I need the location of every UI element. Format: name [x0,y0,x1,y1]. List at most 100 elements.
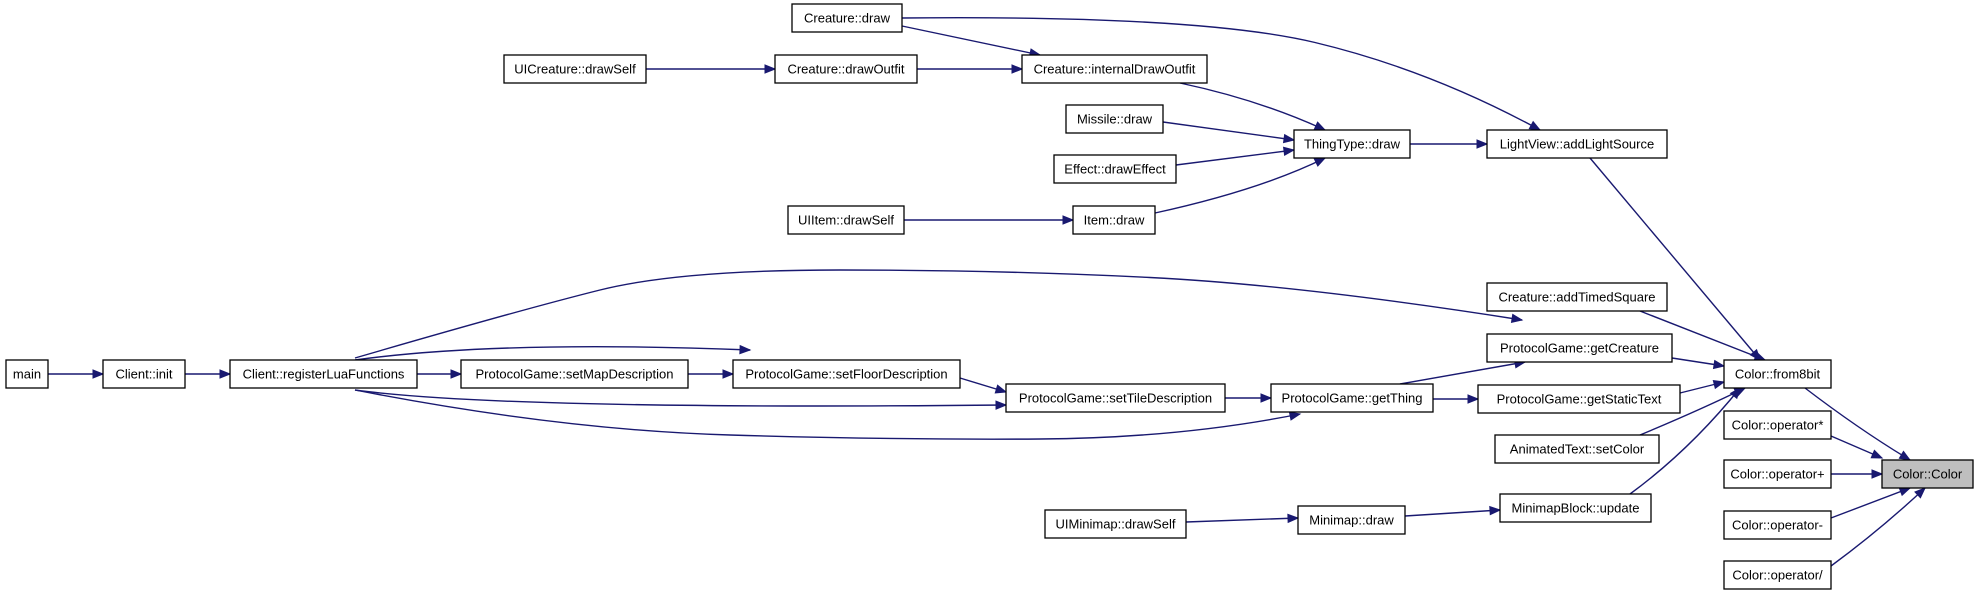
nodes-layer: main Client::init Client::registerLuaFunct… [5,3,1974,590]
edge-client_register-to-pg_setmapdesc [417,369,463,379]
node-box[interactable] [229,359,418,389]
arrowhead [1489,505,1502,516]
node-color-from8bit[interactable]: Color::from8bit [1723,359,1832,389]
node-box[interactable] [102,359,186,389]
node-box[interactable] [503,54,647,84]
node-pg-setfloordesc[interactable]: ProtocolGame::setFloorDescription [732,359,961,389]
node-label: MinimapBlock::update [1512,501,1640,516]
node-box[interactable] [1723,459,1832,489]
node-creature-internaldrawoutfit[interactable]: Creature::internalDrawOutfit [1021,54,1208,84]
node-box[interactable] [1723,410,1832,440]
arrowhead [1712,359,1726,370]
arrowhead [1260,393,1273,403]
node-label: Client::init [115,367,172,382]
node-main[interactable]: main [5,359,49,389]
node-creature-draw[interactable]: Creature::draw [791,3,903,33]
node-client-register[interactable]: Client::registerLuaFunctions [229,359,418,389]
node-uicreature-drawself[interactable]: UICreature::drawSelf [503,54,647,84]
arrowhead [1313,157,1327,167]
node-label: Item::draw [1084,213,1145,228]
node-box[interactable] [732,359,961,389]
node-box[interactable] [1486,282,1668,312]
node-box[interactable] [1486,129,1668,159]
node-box[interactable] [460,359,689,389]
node-box[interactable] [1297,505,1406,535]
node-client-init[interactable]: Client::init [102,359,186,389]
node-box[interactable] [1881,459,1974,489]
node-creature-drawoutfit[interactable]: Creature::drawOutfit [774,54,918,84]
edge-line [1399,361,1526,385]
arrowhead [1288,411,1302,421]
node-box[interactable] [774,54,918,84]
node-box[interactable] [1499,493,1652,523]
edge-main-to-client_init [48,369,105,379]
node-box[interactable] [1005,383,1226,413]
node-box[interactable] [1723,560,1832,590]
node-color-color[interactable]: Color::Color [1881,459,1974,489]
node-uiminimap-drawself[interactable]: UIMinimap::drawSelf [1044,509,1187,539]
edge-line [1830,487,1926,567]
node-box[interactable] [1486,333,1673,363]
node-thingtype-draw[interactable]: ThingType::draw [1293,129,1411,159]
node-pg-getcreature[interactable]: ProtocolGame::getCreature [1486,333,1673,363]
edge-client_init-to-client_register [185,369,232,379]
node-box[interactable] [1021,54,1208,84]
arrowhead [1898,450,1912,461]
node-lightview-addlightsource[interactable]: LightView::addLightSource [1486,129,1668,159]
node-label: Color::operator* [1732,418,1824,433]
node-box[interactable] [1723,510,1832,540]
node-animatedtext-setcolor[interactable]: AnimatedText::setColor [1494,434,1660,464]
edge-creature_draw-to-lightview_addlightsource [901,17,1542,131]
edge-creature_draw-to-creature_internaldrawoutfit [901,25,1042,58]
node-box[interactable] [1477,384,1681,414]
node-box[interactable] [791,3,903,33]
edge-client_register-to-pg_settiledesc [354,389,1008,410]
edge-line [1185,517,1299,523]
node-pg-settiledesc[interactable]: ProtocolGame::setTileDescription [1005,383,1226,413]
node-color-opdiv[interactable]: Color::operator/ [1723,560,1832,590]
node-box[interactable] [1723,359,1832,389]
node-color-opmul[interactable]: Color::operator* [1723,410,1832,440]
arrowhead [764,64,777,74]
node-box[interactable] [1293,129,1411,159]
node-box[interactable] [1270,383,1434,413]
node-box[interactable] [1494,434,1660,464]
arrowhead [1287,513,1300,524]
node-pg-getthing[interactable]: ProtocolGame::getThing [1270,383,1434,413]
node-minimap-draw[interactable]: Minimap::draw [1297,505,1406,535]
node-color-opadd[interactable]: Color::operator+ [1723,459,1832,489]
node-pg-getstatictext[interactable]: ProtocolGame::getStaticText [1477,384,1681,414]
node-box[interactable] [1044,509,1187,539]
edge-pg_settiledesc-to-pg_getthing [1225,393,1273,403]
node-pg-setmapdesc[interactable]: ProtocolGame::setMapDescription [460,359,689,389]
node-effect-draweffect[interactable]: Effect::drawEffect [1053,154,1177,184]
node-label: Color::operator+ [1730,467,1824,482]
node-box[interactable] [787,205,905,235]
arrowhead [1528,120,1542,131]
edge-client_register-to-pg_setfloordesc [354,344,752,361]
node-label: Creature::addTimedSquare [1498,290,1655,305]
node-box[interactable] [5,359,49,389]
node-label: ProtocolGame::getThing [1282,391,1423,406]
arrowhead [1011,64,1024,74]
arrowhead [1476,139,1489,149]
node-box[interactable] [1065,104,1164,134]
arrowhead [1467,394,1480,404]
arrowhead [739,344,752,355]
node-item-draw[interactable]: Item::draw [1072,205,1156,235]
node-color-opsub[interactable]: Color::operator- [1723,510,1832,540]
node-minimapblock-update[interactable]: MinimapBlock::update [1499,493,1652,523]
node-box[interactable] [1072,205,1156,235]
edge-client_register-to-pg_getthing [354,389,1302,440]
edge-line [354,389,1007,407]
edge-line [354,389,1301,440]
node-label: AnimatedText::setColor [1510,442,1645,457]
node-uiitem-drawself[interactable]: UIItem::drawSelf [787,205,905,235]
edge-client_register-to-pg_getcreature [354,269,1524,359]
node-creature-addtimedsquare[interactable]: Creature::addTimedSquare [1486,282,1668,312]
arrowhead [1914,487,1926,499]
node-missile-draw[interactable]: Missile::draw [1065,104,1164,134]
node-box[interactable] [1053,154,1177,184]
edge-line [1629,387,1741,495]
node-label: main [13,367,41,382]
